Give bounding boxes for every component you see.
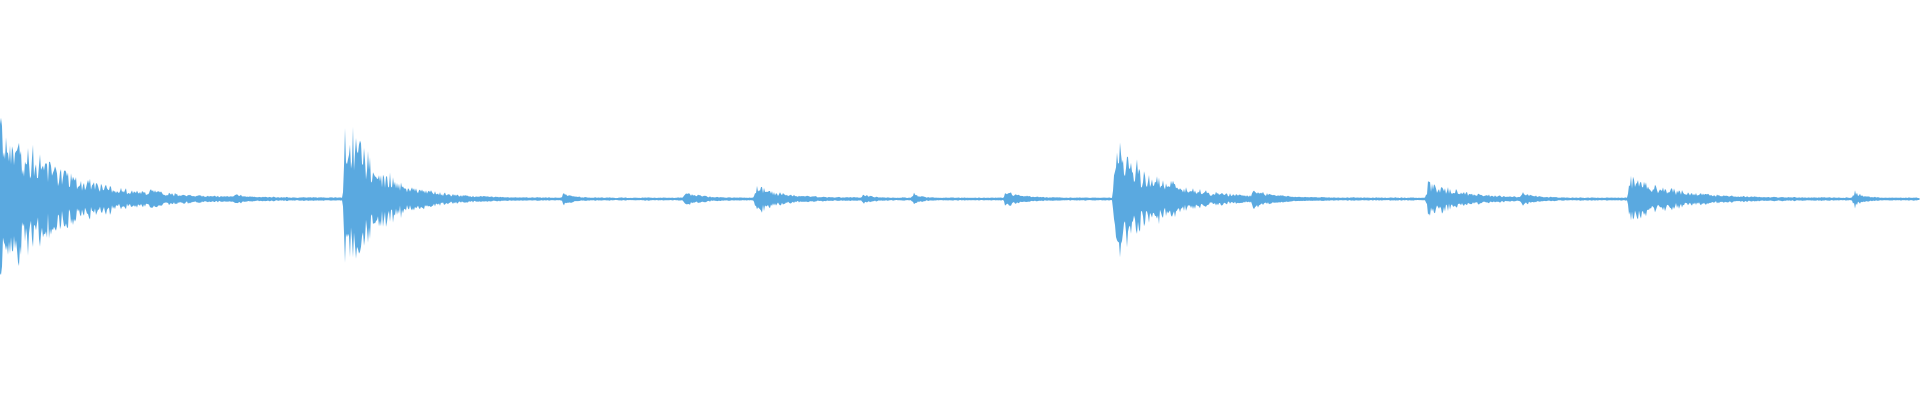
waveform-envelope bbox=[0, 117, 1919, 275]
